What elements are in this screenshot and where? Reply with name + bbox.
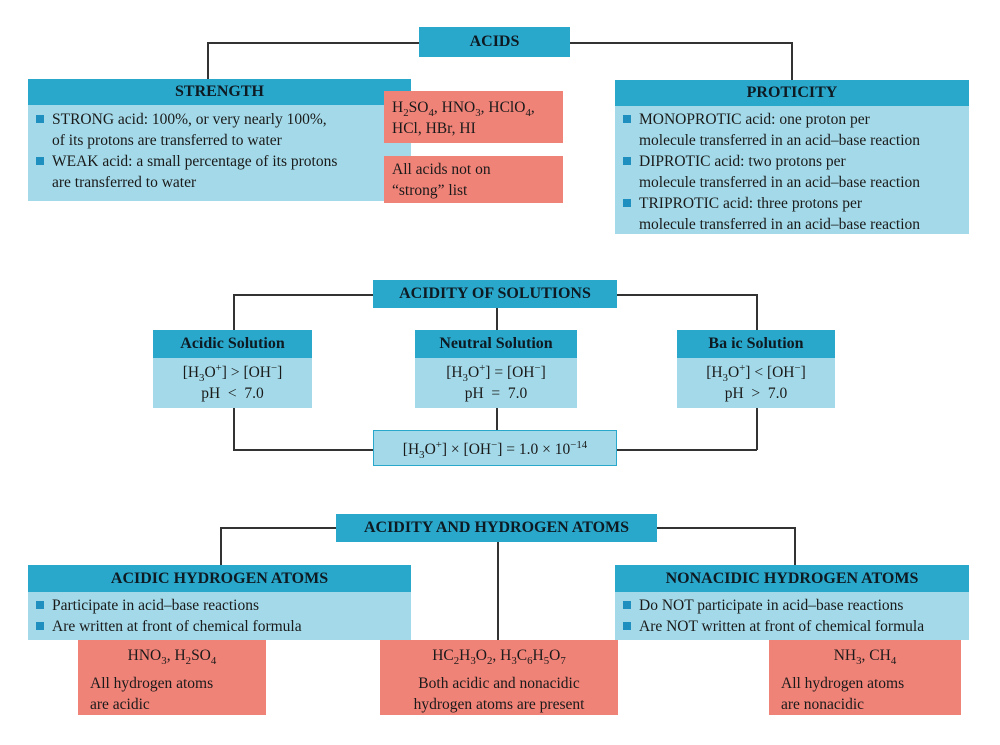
connector-line [207, 42, 419, 44]
triprotic-item: TRIPROTIC acid: three protons per molecu… [623, 193, 961, 235]
neutral-relation: [H3O+] = [OH−] [446, 361, 546, 385]
acids-title: ACIDS [419, 27, 570, 57]
bullet-icon [623, 157, 631, 165]
acidic-relation: [H3O+] > [OH−] [182, 361, 283, 385]
connector-line [496, 408, 498, 430]
basic-solution-body: [H3O+] < [OH−] pH > 7.0 [677, 358, 835, 408]
basic-solution-header: Ba ic Solution [677, 330, 835, 358]
strong-acid-item: STRONG acid: 100%, or very nearly 100%, … [36, 109, 403, 151]
nonacidic-h-item: Are NOT written at front of chemical for… [623, 616, 961, 637]
weak-acid-item: WEAK acid: a small percentage of its pro… [36, 151, 403, 193]
connector-line [233, 408, 235, 450]
acidic-h-example: HNO3, H2SO4 All hydrogen atoms are acidi… [78, 640, 266, 715]
diprotic-item: DIPROTIC acid: two protons per molecule … [623, 151, 961, 193]
acidic-h-item: Participate in acid–base reactions [36, 595, 403, 616]
connector-line [497, 542, 499, 640]
connector-line [794, 527, 796, 565]
acidic-ph: pH < 7.0 [201, 385, 264, 402]
acidic-solution-header: Acidic Solution [153, 330, 312, 358]
connector-line [570, 42, 792, 44]
bullet-icon [36, 622, 44, 630]
connector-line [207, 42, 209, 79]
strength-body: STRONG acid: 100%, or very nearly 100%, … [28, 105, 411, 201]
connector-line [617, 449, 757, 451]
bullet-icon [36, 157, 44, 165]
nonacidic-h-example: NH3, CH4 All hydrogen atoms are nonacidi… [769, 640, 961, 715]
connector-line [617, 294, 757, 296]
connector-line [657, 527, 795, 529]
acidic-solution-body: [H3O+] > [OH−] pH < 7.0 [153, 358, 312, 408]
connector-line [233, 294, 373, 296]
proticity-body: MONOPROTIC acid: one proton per molecule… [615, 106, 969, 234]
acidity-title: ACIDITY OF SOLUTIONS [373, 280, 617, 308]
bullet-icon [36, 115, 44, 123]
neutral-solution-body: [H3O+] = [OH−] pH = 7.0 [415, 358, 577, 408]
bullet-icon [623, 622, 631, 630]
connector-line [220, 527, 222, 565]
connector-line [496, 308, 498, 330]
monoprotic-item: MONOPROTIC acid: one proton per molecule… [623, 109, 961, 151]
connector-line [233, 449, 373, 451]
connector-line [756, 408, 758, 450]
connector-line [756, 294, 758, 330]
nonacidic-hydrogen-header: NONACIDIC HYDROGEN ATOMS [615, 565, 969, 592]
basic-relation: [H3O+] < [OH−] [706, 361, 806, 385]
bullet-icon [623, 199, 631, 207]
connector-line [220, 527, 336, 529]
water-ion-product: [H3O+] × [OH−] = 1.0 × 10−14 [373, 430, 617, 466]
weak-acid-note: All acids not on “strong” list [384, 156, 563, 203]
hydrogen-title: ACIDITY AND HYDROGEN ATOMS [336, 514, 657, 542]
neutral-solution-header: Neutral Solution [415, 330, 577, 358]
strong-acid-list: H2SO4, HNO3, HClO4, HCl, HBr, HI [384, 91, 563, 143]
acidic-h-item: Are written at front of chemical formula [36, 616, 403, 637]
connector-line [233, 294, 235, 330]
connector-line [791, 42, 793, 80]
proticity-header: PROTICITY [615, 80, 969, 106]
bullet-icon [36, 601, 44, 609]
bullet-icon [623, 601, 631, 609]
nonacidic-h-item: Do NOT participate in acid–base reaction… [623, 595, 961, 616]
acidic-hydrogen-body: Participate in acid–base reactions Are w… [28, 592, 411, 640]
neutral-ph: pH = 7.0 [464, 385, 528, 402]
strength-header: STRENGTH [28, 79, 411, 105]
nonacidic-hydrogen-body: Do NOT participate in acid–base reaction… [615, 592, 969, 640]
mixed-h-example: HC2H3O2, H3C6H5O7 Both acidic and nonaci… [380, 640, 618, 715]
acidic-hydrogen-header: ACIDIC HYDROGEN ATOMS [28, 565, 411, 592]
bullet-icon [623, 115, 631, 123]
basic-ph: pH > 7.0 [724, 385, 788, 402]
